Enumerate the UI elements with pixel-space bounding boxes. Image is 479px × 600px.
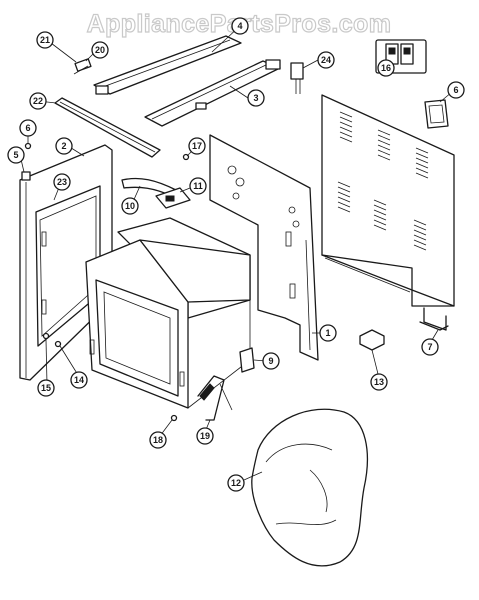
part-24-connector [290,62,304,94]
svg-text:1: 1 [325,328,330,338]
svg-text:17: 17 [192,141,202,151]
part-7-bracket [419,307,449,331]
svg-text:21: 21 [40,35,50,45]
svg-text:7: 7 [427,342,432,352]
rear-panel-louvers [337,111,429,251]
callout-18: 18 [149,431,167,449]
part-12-insulation [251,408,369,567]
svg-text:19: 19 [200,431,210,441]
callout-11: 11 [189,177,207,195]
part-14-screw [54,340,62,348]
part-4-top-panel [93,35,242,95]
part-6-screw [24,142,32,150]
callout-24: 24 [317,51,335,69]
callout-10: 10 [121,197,139,215]
svg-text:5: 5 [13,150,18,160]
part-18-screw [170,414,178,422]
callout-6: 6 [447,81,465,99]
part-20-bracket [73,58,92,75]
svg-text:16: 16 [381,63,391,73]
svg-text:12: 12 [231,478,241,488]
callout-5: 5 [7,146,25,164]
svg-text:23: 23 [57,177,67,187]
svg-text:10: 10 [125,201,135,211]
svg-text:4: 4 [237,21,242,31]
callout-13: 13 [370,373,388,391]
callout-3: 3 [247,89,265,107]
callout-21: 21 [36,31,54,49]
svg-text:3: 3 [253,93,258,103]
part-9-clip [239,347,255,373]
svg-text:15: 15 [41,383,51,393]
part-13-bracket [359,329,385,351]
svg-text:9: 9 [268,356,273,366]
callout-1: 1 [319,324,337,342]
part-6-cover [424,99,449,129]
part-3-top-panel [144,59,281,127]
callout-12: 12 [227,474,245,492]
svg-text:20: 20 [95,45,105,55]
svg-text:13: 13 [374,377,384,387]
part-8-rear-panel [321,94,455,307]
part-22-trim-strip [54,97,161,158]
svg-text:6: 6 [25,123,30,133]
callout-7: 7 [421,338,439,356]
svg-text:22: 22 [33,96,43,106]
oven-cavity [85,217,251,409]
svg-text:18: 18 [153,435,163,445]
part-5-clip [21,171,31,181]
callout-2: 2 [55,137,73,155]
callout-14: 14 [70,371,88,389]
callout-20: 20 [91,41,109,59]
part-15-screw [42,332,50,340]
svg-text:14: 14 [74,375,84,385]
svg-text:24: 24 [321,55,331,65]
callout-19: 19 [196,427,214,445]
callout-4: 4 [231,17,249,35]
callout-15: 15 [37,379,55,397]
svg-text:11: 11 [193,181,203,191]
callout-9: 9 [262,352,280,370]
callout-23: 23 [53,173,71,191]
callout-17: 17 [188,137,206,155]
svg-text:6: 6 [453,85,458,95]
callout-6-left: 6 [19,119,37,137]
callout-22: 22 [29,92,47,110]
part-1-side-panel [209,134,319,361]
callout-16: 16 [377,59,395,77]
part-19-hinge [197,375,233,421]
part-11-latch-assembly [155,187,191,209]
svg-text:2: 2 [61,141,66,151]
